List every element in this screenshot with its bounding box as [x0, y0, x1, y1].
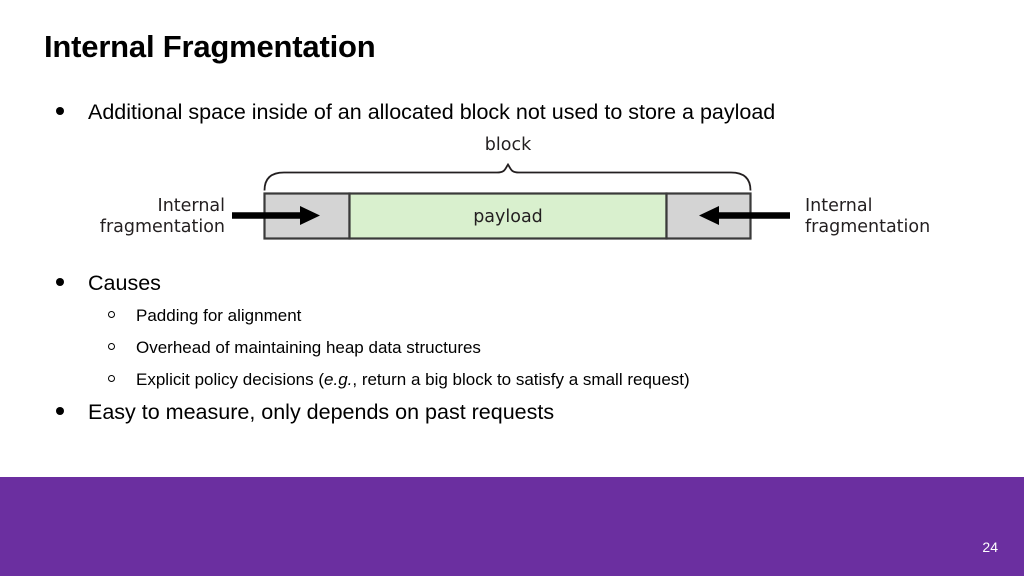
payload-segment [348, 192, 668, 240]
sub-bullet-item-overhead: Overhead of maintaining heap data struct… [108, 338, 481, 358]
brace-label: block [485, 135, 532, 155]
sub-bullet-label: Explicit policy decisions (e.g., return … [136, 370, 690, 390]
internal-fragmentation-diagram: block payload Internal fra [0, 125, 1024, 250]
sub-bullet-label-emphasis: e.g. [324, 370, 353, 389]
bullet-circle-icon [108, 343, 115, 350]
bullet-label: Additional space inside of an allocated … [88, 100, 776, 124]
bullet-disc-icon [56, 107, 64, 115]
payload-label: payload [473, 207, 543, 227]
bullet-circle-icon [108, 311, 115, 318]
left-arrow-icon [232, 206, 320, 225]
bullet-item-causes: Causes [56, 271, 161, 297]
sub-bullet-item-padding: Padding for alignment [108, 306, 301, 326]
sub-bullet-label-part-3: , return a big block to satisfy a small … [352, 370, 690, 389]
footer-bar: 24 [0, 477, 1024, 576]
left-internal-fragmentation-label-line1: Internal [158, 196, 225, 216]
bullet-item-easy-to-measure: Easy to measure, only depends on past re… [56, 400, 554, 426]
bullet-disc-icon [56, 407, 64, 415]
block-brace-icon [263, 162, 752, 191]
bullet-label: Easy to measure, only depends on past re… [88, 400, 555, 424]
page-number: 24 [982, 539, 998, 555]
bullet-circle-icon [108, 375, 115, 382]
right-internal-fragmentation-label-line1: Internal [805, 196, 872, 216]
sub-bullet-item-explicit-policy: Explicit policy decisions (e.g., return … [108, 370, 690, 390]
bullet-disc-icon [56, 278, 64, 286]
sub-bullet-label-part-1: Explicit policy decisions ( [136, 370, 325, 389]
right-internal-fragmentation-label-line2: fragmentation [805, 217, 930, 237]
sub-bullet-label: Overhead of maintaining heap data struct… [136, 338, 481, 357]
left-internal-fragmentation-label-line2: fragmentation [100, 217, 225, 237]
bullet-item-additional-space: Additional space inside of an allocated … [56, 100, 775, 126]
page-title: Internal Fragmentation [44, 29, 376, 64]
right-arrow-icon [699, 206, 790, 225]
diagram-svg: block payload Internal fra [100, 135, 930, 240]
bullet-label: Causes [88, 271, 161, 295]
sub-bullet-label: Padding for alignment [136, 306, 302, 325]
